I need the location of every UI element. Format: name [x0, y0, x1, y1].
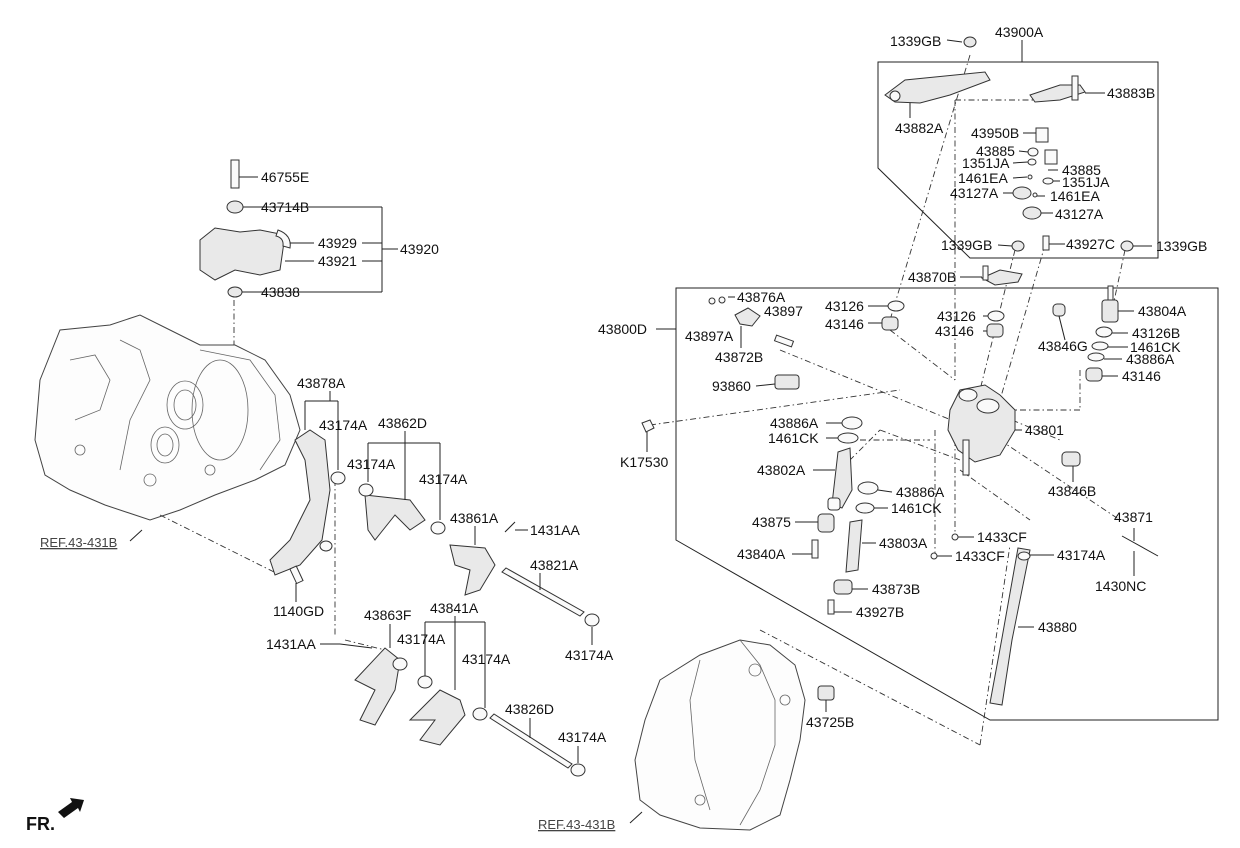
label-1339GB-mid: 1339GB [941, 237, 992, 253]
label-43950B: 43950B [971, 125, 1019, 141]
label-1431AA-a: 1431AA [530, 522, 580, 538]
front-arrow-icon [58, 798, 84, 818]
label-43873B: 43873B [872, 581, 920, 597]
assembly-frame-43900A [877, 61, 1159, 259]
label-1461CK-a: 1461CK [1130, 339, 1181, 355]
label-43821A: 43821A [530, 557, 579, 573]
label-43921: 43921 [318, 253, 357, 269]
label-43174A-1: 43174A [319, 417, 368, 433]
label-K17530: K17530 [620, 454, 668, 470]
label-43127A-b: 43127A [1055, 206, 1104, 222]
label-43846G: 43846G [1038, 338, 1088, 354]
label-43927C: 43927C [1066, 236, 1115, 252]
label-43875: 43875 [752, 514, 791, 530]
label-43146-c: 43146 [1122, 368, 1161, 384]
label-43929: 43929 [318, 235, 357, 251]
label-43838: 43838 [261, 284, 300, 300]
label-1433CF-b: 1433CF [955, 548, 1005, 564]
label-43826D: 43826D [505, 701, 554, 717]
label-43841A: 43841A [430, 600, 479, 616]
label-43174A-7: 43174A [558, 729, 607, 745]
bracket-parts-43920 [199, 159, 291, 298]
ref-bottom[interactable]: REF.43-431B [538, 817, 615, 832]
label-1461EA-a: 1461EA [958, 170, 1008, 186]
label-43802A: 43802A [757, 462, 806, 478]
label-1339GB-top: 1339GB [890, 33, 941, 49]
label-1351JA-a: 1351JA [962, 155, 1010, 171]
label-1461CK-b: 1461CK [768, 430, 819, 446]
label-1430NC: 1430NC [1095, 578, 1146, 594]
label-43174A-4: 43174A [565, 647, 614, 663]
label-43146-a: 43146 [825, 316, 864, 332]
label-43127A-a: 43127A [950, 185, 999, 201]
transmission-case-left [34, 314, 301, 521]
label-43862D: 43862D [378, 415, 427, 431]
label-43878A: 43878A [297, 375, 346, 391]
label-43880: 43880 [1038, 619, 1077, 635]
label-93860: 93860 [712, 378, 751, 394]
label-43174A-r: 43174A [1057, 547, 1106, 563]
label-43126-a: 43126 [825, 298, 864, 314]
label-43861A: 43861A [450, 510, 499, 526]
label-43897: 43897 [764, 303, 803, 319]
label-1339GB-right: 1339GB [1156, 238, 1207, 254]
label-43801: 43801 [1025, 422, 1064, 438]
label-43885-b: 43885 [1062, 162, 1101, 178]
label-43920: 43920 [400, 241, 439, 257]
label-43885-a: 43885 [976, 143, 1015, 159]
label-43174A-5: 43174A [397, 631, 446, 647]
label-43883B: 43883B [1107, 85, 1155, 101]
label-43863F: 43863F [364, 607, 411, 623]
label-43886A-b: 43886A [770, 415, 819, 431]
label-1351JA-b: 1351JA [1062, 174, 1110, 190]
label-43174A-6: 43174A [462, 651, 511, 667]
label-43886A-a: 43886A [1126, 351, 1175, 367]
label-43800D: 43800D [598, 321, 647, 337]
label-1461EA-b: 1461EA [1050, 188, 1100, 204]
label-43871: 43871 [1114, 509, 1153, 525]
label-43897A: 43897A [685, 328, 734, 344]
label-1461CK-c: 1461CK [891, 500, 942, 516]
label-43876A: 43876A [737, 289, 786, 305]
label-43146-b: 43146 [935, 323, 974, 339]
label-43174A-3: 43174A [419, 471, 468, 487]
label-43846B: 43846B [1048, 483, 1096, 499]
label-43714B: 43714B [261, 199, 309, 215]
label-1140GD: 1140GD [273, 603, 324, 619]
label-43927B: 43927B [856, 604, 904, 620]
label-43126-b: 43126 [937, 308, 976, 324]
label-43872B: 43872B [715, 349, 763, 365]
leader-lines [129, 39, 1152, 824]
lever-parts-43800D [641, 235, 1159, 706]
part-labels: 1339GB 43900A 43883B 43882A 43950B 43885… [26, 24, 1207, 834]
label-43126B: 43126B [1132, 325, 1180, 341]
lever-parts-43900A [884, 36, 1086, 220]
label-43725B: 43725B [806, 714, 854, 730]
label-43900A: 43900A [995, 24, 1044, 40]
shift-forks [269, 429, 600, 777]
label-43803A: 43803A [879, 535, 928, 551]
ref-left[interactable]: REF.43-431B [40, 535, 117, 550]
label-43174A-2: 43174A [347, 456, 396, 472]
front-direction-label: FR. [26, 814, 55, 834]
label-43840A: 43840A [737, 546, 786, 562]
assembly-frame-43800D [675, 287, 1219, 721]
label-1431AA-b: 1431AA [266, 636, 316, 652]
label-43886A-c: 43886A [896, 484, 945, 500]
label-46755E: 46755E [261, 169, 309, 185]
label-43870B: 43870B [908, 269, 956, 285]
label-43882A: 43882A [895, 120, 944, 136]
transmission-case-bottom [634, 639, 806, 831]
label-43804A: 43804A [1138, 303, 1187, 319]
label-1433CF-a: 1433CF [977, 529, 1027, 545]
